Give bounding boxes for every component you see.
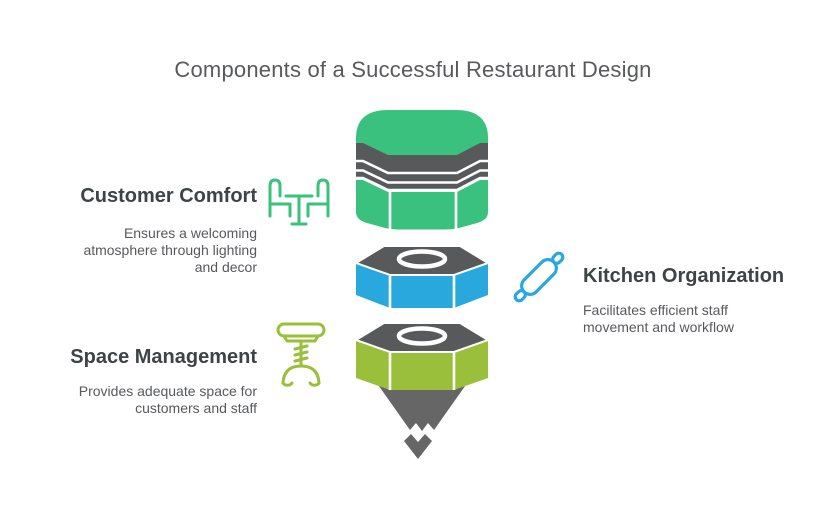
table-chairs-icon (268, 178, 330, 226)
arrow-tip (404, 434, 432, 459)
funnel-diagram (353, 110, 491, 459)
space-management-heading: Space Management (70, 346, 257, 368)
customer-comfort-heading: Customer Comfort (80, 185, 257, 207)
kitchen-organization-heading: Kitchen Organization (583, 265, 785, 287)
rolling-pin-icon (513, 251, 565, 303)
customer-comfort-description: Ensures a welcoming atmosphere through l… (83, 225, 257, 275)
item-customer-comfort: Customer Comfort Ensures a welcoming atm… (37, 184, 257, 276)
funnel-segment-customer-comfort (356, 110, 488, 230)
funnel-segment-space-management (353, 322, 491, 390)
page-title: Components of a Successful Restaurant De… (174, 57, 652, 82)
space-management-description: Provides adequate space for customers an… (78, 383, 257, 416)
stool-icon (276, 322, 326, 387)
kitchen-organization-description: Facilitates efficient staff movement and… (583, 302, 734, 335)
funnel-segment-kitchen-organization (353, 245, 491, 308)
item-space-management: Space Management Provides adequate space… (37, 345, 257, 417)
item-kitchen-organization: Kitchen Organization Facilitates efficie… (583, 264, 803, 336)
